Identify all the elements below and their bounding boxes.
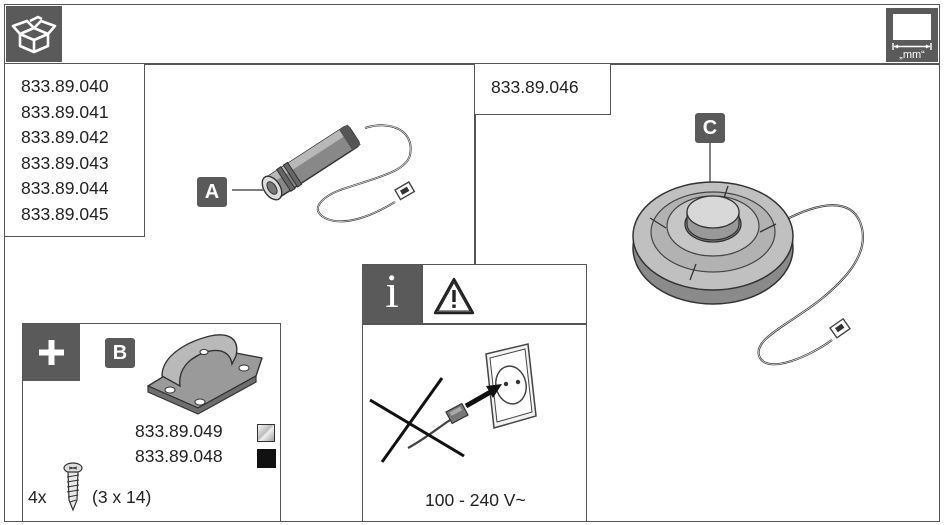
left-part-list: 833.89.040 833.89.041 833.89.042 833.89.… bbox=[21, 74, 109, 227]
accessory-code: 833.89.049 bbox=[135, 421, 223, 441]
dimension-icon-tile: „mm“ bbox=[886, 8, 938, 62]
part-number: 833.89.043 bbox=[21, 152, 109, 173]
info-icon-tile: i bbox=[363, 265, 421, 323]
info-icon-divider bbox=[421, 264, 423, 324]
swatch-black bbox=[257, 449, 276, 468]
plus-icon bbox=[39, 340, 64, 365]
left-part-list-box bbox=[4, 63, 145, 237]
foot-switch-illustration bbox=[632, 142, 865, 366]
part-number: 833.89.045 bbox=[21, 203, 109, 224]
mounting-bracket-illustration bbox=[147, 334, 263, 415]
info-icon: i bbox=[385, 265, 399, 318]
swatch-light bbox=[257, 424, 275, 442]
part-number: 833.89.041 bbox=[21, 101, 109, 122]
power-socket-illustration bbox=[369, 343, 537, 463]
warning-triangle-icon bbox=[433, 277, 475, 315]
label-c: C bbox=[695, 113, 725, 143]
part-number: 833.89.042 bbox=[21, 127, 109, 147]
part-number: 833.89.040 bbox=[21, 76, 109, 96]
plus-icon-tile bbox=[23, 324, 80, 381]
package-icon-tile bbox=[6, 6, 62, 62]
screw-count: 4x bbox=[28, 487, 47, 507]
package-box-icon bbox=[11, 15, 57, 54]
screw-size: (3 x 14) bbox=[92, 487, 152, 507]
label-a: A bbox=[197, 177, 227, 207]
label-b: B bbox=[105, 338, 135, 368]
right-part-number: 833.89.046 bbox=[491, 77, 579, 97]
ruler-dimension-icon bbox=[892, 14, 932, 50]
dimension-unit-label: „mm“ bbox=[899, 49, 925, 61]
header-divider bbox=[4, 63, 940, 65]
right-part-box bbox=[474, 63, 611, 115]
screw-icon bbox=[63, 462, 83, 512]
part-number: 833.89.044 bbox=[21, 178, 109, 198]
cylinder-sensor-illustration bbox=[232, 124, 416, 223]
voltage-label: 100 - 240 V~ bbox=[425, 490, 526, 510]
accessory-code: 833.89.048 bbox=[135, 446, 223, 466]
info-panel-divider bbox=[362, 323, 587, 325]
